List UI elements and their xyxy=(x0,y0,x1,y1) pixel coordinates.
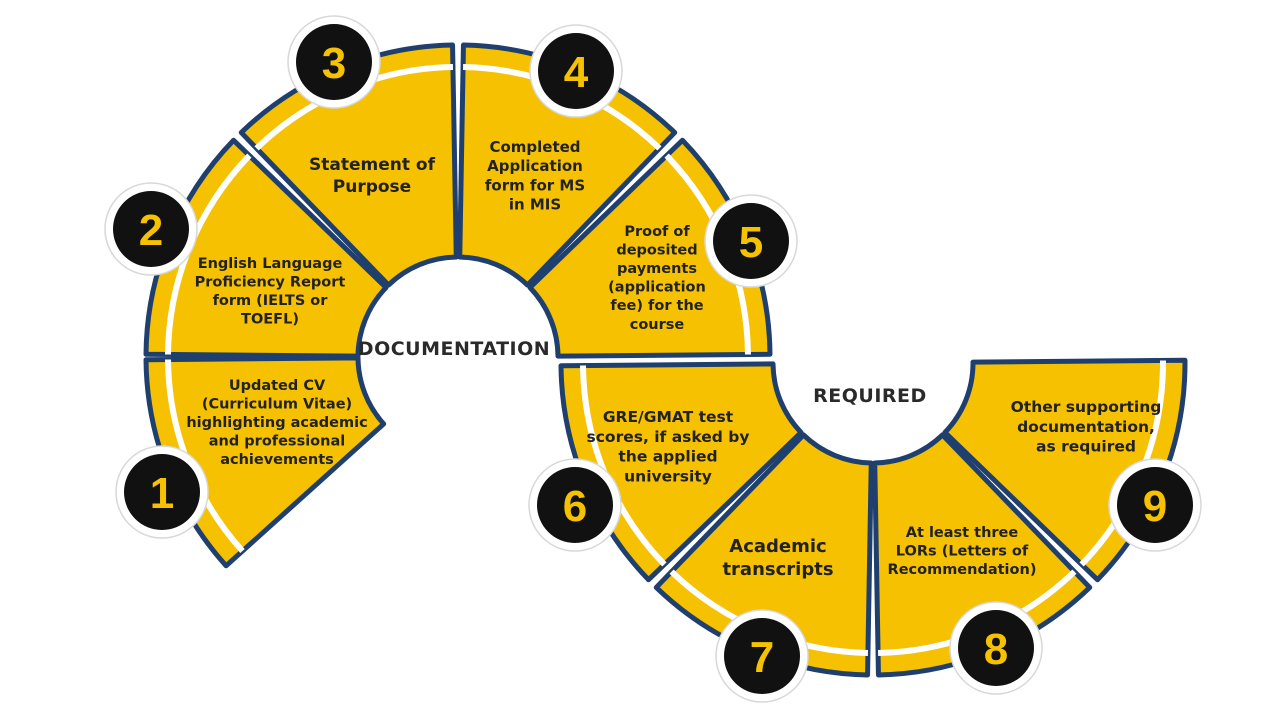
step-badge-core xyxy=(296,24,372,100)
step-number: 3 xyxy=(322,39,346,88)
step-number: 4 xyxy=(564,48,589,97)
step-badge-core xyxy=(537,467,613,543)
heading-required: REQUIRED xyxy=(813,385,927,407)
segment-label-line: Application xyxy=(487,157,583,175)
segment-label-line: Recommendation) xyxy=(888,562,1037,578)
segment-label-line: Proficiency Report xyxy=(195,275,346,291)
segment-label-line: and professional xyxy=(209,434,345,450)
segment-8 xyxy=(872,432,1093,678)
segment-3 xyxy=(238,42,459,288)
segment-label-line: At least three xyxy=(906,525,1019,541)
segment-label-1: Updated CV (Curriculum Vitae) highlighting… xyxy=(186,378,367,468)
segment-label-line: as required xyxy=(1036,438,1136,456)
segment-label-line: Statement of xyxy=(309,155,436,175)
step-badge-6: 6 xyxy=(528,458,622,552)
segment-label-line: deposited xyxy=(616,243,697,259)
segment-label-line: Academic xyxy=(729,536,826,557)
segment-label-line: Proof of xyxy=(624,224,690,240)
segment-label-line: Completed xyxy=(489,138,580,156)
step-number: 8 xyxy=(984,625,1008,674)
segment-1 xyxy=(143,355,387,569)
segment-label-line: transcripts xyxy=(722,559,833,580)
step-badge-core xyxy=(713,203,789,279)
segment-label-line: highlighting academic xyxy=(186,415,367,431)
segment-label-9: Other supporting documentation, as require… xyxy=(1011,398,1162,456)
segment-label-line: LORs (Letters of xyxy=(896,544,1029,560)
segment-label-line: Purpose xyxy=(333,177,411,197)
segment-4 xyxy=(457,42,678,288)
step-number: 5 xyxy=(739,218,763,267)
segments-layer xyxy=(143,42,1188,678)
segment-label-line: form for MS xyxy=(485,176,585,194)
segment-label-line: Updated CV xyxy=(229,378,326,394)
heading-documentation: DOCUMENTATION xyxy=(358,338,550,360)
segment-2 xyxy=(143,137,389,359)
segment-label-line: form (IELTS or xyxy=(213,293,329,309)
step-number: 1 xyxy=(150,469,174,518)
step-badge-7: 7 xyxy=(715,609,809,703)
segment-label-line: fee) for the xyxy=(610,298,703,314)
labels-layer: Updated CV (Curriculum Vitae) highlighting… xyxy=(186,138,1161,580)
step-badge-core xyxy=(124,454,200,530)
segment-7 xyxy=(653,432,874,678)
segment-label-line: course xyxy=(630,317,685,333)
segment-label-line: TOEFL) xyxy=(241,312,299,328)
step-badge-core xyxy=(113,191,189,267)
step-badge-core xyxy=(1117,467,1193,543)
segment-label-line: English Language xyxy=(198,256,343,272)
segment-label-line: GRE/GMAT test xyxy=(603,408,734,426)
segment-label-line: documentation, xyxy=(1017,418,1155,436)
step-badge-core xyxy=(538,33,614,109)
segment-label-line: payments xyxy=(617,261,697,277)
segment-label-line: (application xyxy=(608,280,706,296)
segment-label-line: Other supporting xyxy=(1011,398,1162,416)
step-badge-4: 4 xyxy=(529,24,623,118)
step-number: 9 xyxy=(1143,482,1167,531)
step-badge-5: 5 xyxy=(704,194,798,288)
segment-label-line: university xyxy=(624,468,712,486)
segment-label-5: Proof of deposited payments (application fee… xyxy=(608,224,706,333)
step-badge-3: 3 xyxy=(287,15,381,109)
step-number: 2 xyxy=(139,206,163,255)
step-number: 7 xyxy=(750,633,774,682)
segment-label-line: in MIS xyxy=(509,196,561,214)
step-badge-2: 2 xyxy=(104,182,198,276)
segment-label-6: GRE/GMAT test scores, if asked by the appl… xyxy=(587,408,750,486)
segment-6 xyxy=(558,361,804,583)
step-badge-9: 9 xyxy=(1108,458,1202,552)
segment-label-line: achievements xyxy=(220,452,334,468)
badges-layer: 1 2 3 4 5 6 7 8 9 xyxy=(104,15,1202,703)
step-number: 6 xyxy=(563,482,587,531)
step-badge-core xyxy=(958,610,1034,686)
step-badge-1: 1 xyxy=(115,445,209,539)
segment-label-line: the applied xyxy=(618,448,717,466)
segment-label-line: scores, if asked by xyxy=(587,428,750,446)
step-badge-core xyxy=(724,618,800,694)
segment-5 xyxy=(527,137,773,359)
step-badge-8: 8 xyxy=(949,601,1043,695)
segment-label-line: (Curriculum Vitae) xyxy=(202,397,352,413)
